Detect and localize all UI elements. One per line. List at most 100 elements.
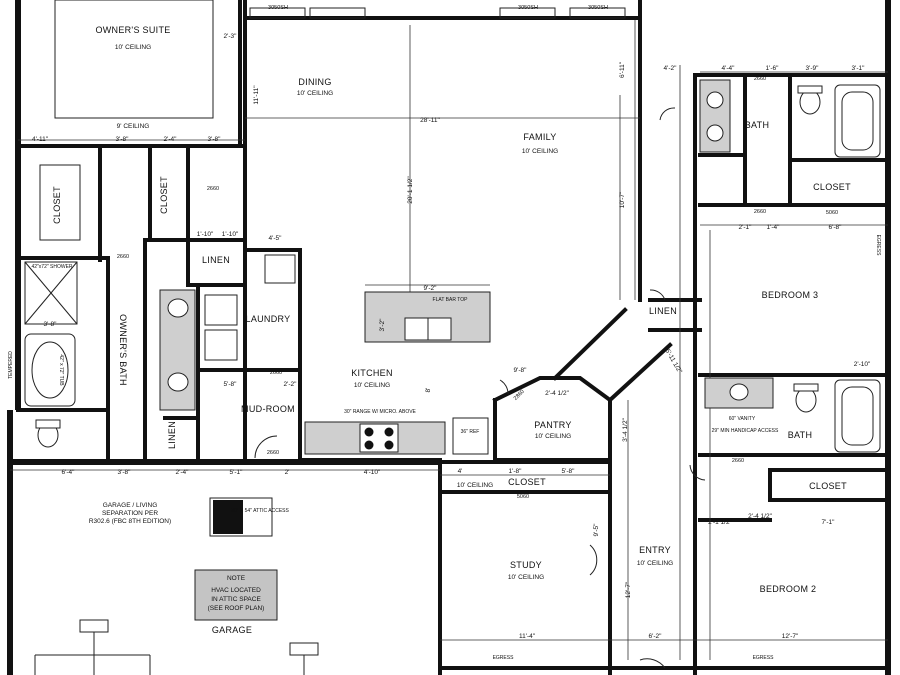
attic-access-label: 30" X 54" ATTIC ACCESS — [231, 508, 289, 514]
bar-label: FLAT BAR TOP — [433, 297, 469, 303]
dim-entry-height: 12'-7" — [625, 581, 632, 598]
dim-family-width: 28'-11" — [420, 117, 440, 124]
mud-room-label: MUD-ROOM — [241, 404, 295, 414]
study-label: STUDY — [510, 560, 542, 570]
dim-bed2-width: 12'-7" — [782, 633, 799, 640]
dim-right-c: 1'-6" — [766, 65, 780, 72]
walls — [7, 0, 891, 675]
dim-entry-a: 4' — [458, 468, 463, 475]
dim-diag-b: 3'-4 1/2" — [622, 417, 629, 441]
dim-entry-b: 1'-8" — [509, 468, 523, 475]
study-ceiling: 10' CEILING — [508, 574, 544, 581]
dining-ceiling: 10' CEILING — [297, 90, 333, 97]
door-tag: 5060 — [826, 210, 838, 216]
family-label: FAMILY — [523, 132, 556, 142]
owners-bath-label: OWNER'S BATH — [118, 314, 128, 386]
dim-garage-e: 2' — [285, 469, 290, 476]
door-tag: 2660 — [270, 370, 282, 376]
garage-separation-line1: GARAGE / LIVING — [103, 502, 158, 509]
linen-left-label: LINEN — [202, 255, 230, 265]
dim-family-height: 20'-1 1/2" — [407, 176, 414, 204]
dim-garage-a: 6'-4" — [62, 469, 76, 476]
door-tag: 5060 — [517, 494, 529, 500]
note-line3: (SEE ROOF PLAN) — [208, 605, 265, 612]
handicap-note: 29" MIN HANDICAP ACCESS — [712, 428, 779, 434]
dim-diag-a: 5'-11 1/2" — [664, 348, 684, 375]
range-label: 30" RANGE W/ MICRO. ABOVE — [344, 409, 416, 415]
fixtures — [24, 79, 881, 675]
dim-right-d: 3'-9" — [806, 65, 820, 72]
bedroom2-label: BEDROOM 2 — [760, 584, 817, 594]
egress-right-label: EGRESS — [753, 655, 775, 661]
tempered-label: TEMPERED — [8, 351, 14, 379]
dimension-labels: 28'-11" 11'-11" 20'-1 1/2" 9'-2" 3'-2" 4… — [32, 33, 871, 640]
dim-owners-a: 2'-3" — [224, 33, 238, 40]
door-tag: 2660 — [754, 209, 766, 215]
closet-entry-label: CLOSET — [508, 477, 546, 487]
dim-garage-b: 3'-8" — [118, 469, 132, 476]
closet-entry-ceiling: 10' CEILING — [457, 482, 493, 489]
door-tag: 2660 — [754, 76, 766, 82]
dim-entry-c: 5'-8" — [562, 468, 576, 475]
pantry-ceiling: 10' CEILING — [535, 433, 571, 440]
dim-left-d: 3'-8" — [208, 136, 222, 143]
dim-owners-b: 3'-8" — [44, 321, 58, 328]
closet-bed2-label: CLOSET — [809, 481, 847, 491]
dim-entry-width: 6'-2" — [649, 633, 663, 640]
door-tag: 2660 — [117, 254, 129, 260]
dim-dining-height: 11'-11" — [253, 85, 260, 105]
bath-top-label: BATH — [745, 120, 770, 130]
laundry-label: LAUNDRY — [246, 314, 291, 324]
window-tag: 3050SH — [268, 5, 288, 11]
garage-separation-line2: SEPARATION PER — [102, 510, 158, 517]
door-swings — [254, 107, 706, 669]
dim-bed3-a: 2'-1" — [739, 224, 753, 231]
dim-mid-b: 1'-10" — [222, 231, 239, 238]
bedroom3-label: BEDROOM 3 — [762, 290, 819, 300]
dim-right-a: 4'-2" — [664, 65, 678, 72]
closet-left2-label: CLOSET — [159, 176, 169, 214]
dim-study-height: 9'-5" — [593, 523, 600, 537]
dim-bed2-a: 2'-1 1/2" — [708, 519, 732, 526]
door-tag: 2660 — [267, 450, 279, 456]
dim-left-a: 4'-11" — [32, 136, 49, 143]
shower-label: 42"x72" SHOWER — [31, 264, 72, 270]
family-ceiling: 10' CEILING — [522, 148, 558, 155]
dim-garage-f: 4'-10" — [364, 469, 381, 476]
egress-side-label: EGRESS — [875, 235, 881, 257]
dim-bar-width: 9'-2" — [424, 285, 438, 292]
dim-garage-d: 5'-1" — [230, 469, 244, 476]
entry-ceiling: 10' CEILING — [637, 560, 673, 567]
refrigerator — [452, 417, 489, 455]
dim-bed2-c: 7'-1" — [822, 519, 836, 526]
dim-garage-c: 2'-4" — [176, 469, 190, 476]
dim-left-c: 2'-4" — [164, 136, 178, 143]
dim-pantry-b: 2'-4 1/2" — [545, 390, 569, 397]
dim-mud-b: 2'-2" — [284, 381, 298, 388]
dim-left-b: 3'-8" — [116, 136, 130, 143]
dim-family-top: 6'-11" — [619, 61, 626, 78]
dim-bed2-b: 2'-4 1/2" — [748, 513, 772, 520]
closet-left-label: CLOSET — [52, 186, 62, 224]
door-tag: 2660 — [207, 186, 219, 192]
dining-label: DINING — [298, 77, 331, 87]
dim-family-side: 10'-7" — [619, 191, 626, 208]
note-line2: IN ATTIC SPACE — [211, 596, 261, 603]
egress-left-label: EGRESS — [493, 655, 515, 661]
vanity-label: 60" VANITY — [729, 416, 756, 422]
room-labels: OWNER'S SUITE 10' CEILING 9' CEILING DIN… — [8, 25, 881, 661]
dim-bed3-side: 2'-10" — [854, 361, 871, 368]
entry-label: ENTRY — [639, 545, 671, 555]
kitchen-label: KITCHEN — [351, 368, 393, 378]
garage-label: GARAGE — [212, 625, 252, 635]
door-tag: 4060 — [824, 498, 836, 504]
top-windows: 3050SH 3050SH 3050SH — [249, 5, 626, 19]
tray-outlines — [10, 0, 888, 660]
dim-pantry-a: 9'-8" — [514, 367, 528, 374]
dim-right-b: 4'-4" — [722, 65, 736, 72]
dim-right-e: 3'-1" — [852, 65, 866, 72]
owners-suite-label: OWNER'S SUITE — [95, 25, 170, 35]
garage-separation-line3: R302.6 (FBC 8TH EDITION) — [89, 518, 171, 525]
dim-mid-a: 1'-10" — [197, 231, 214, 238]
